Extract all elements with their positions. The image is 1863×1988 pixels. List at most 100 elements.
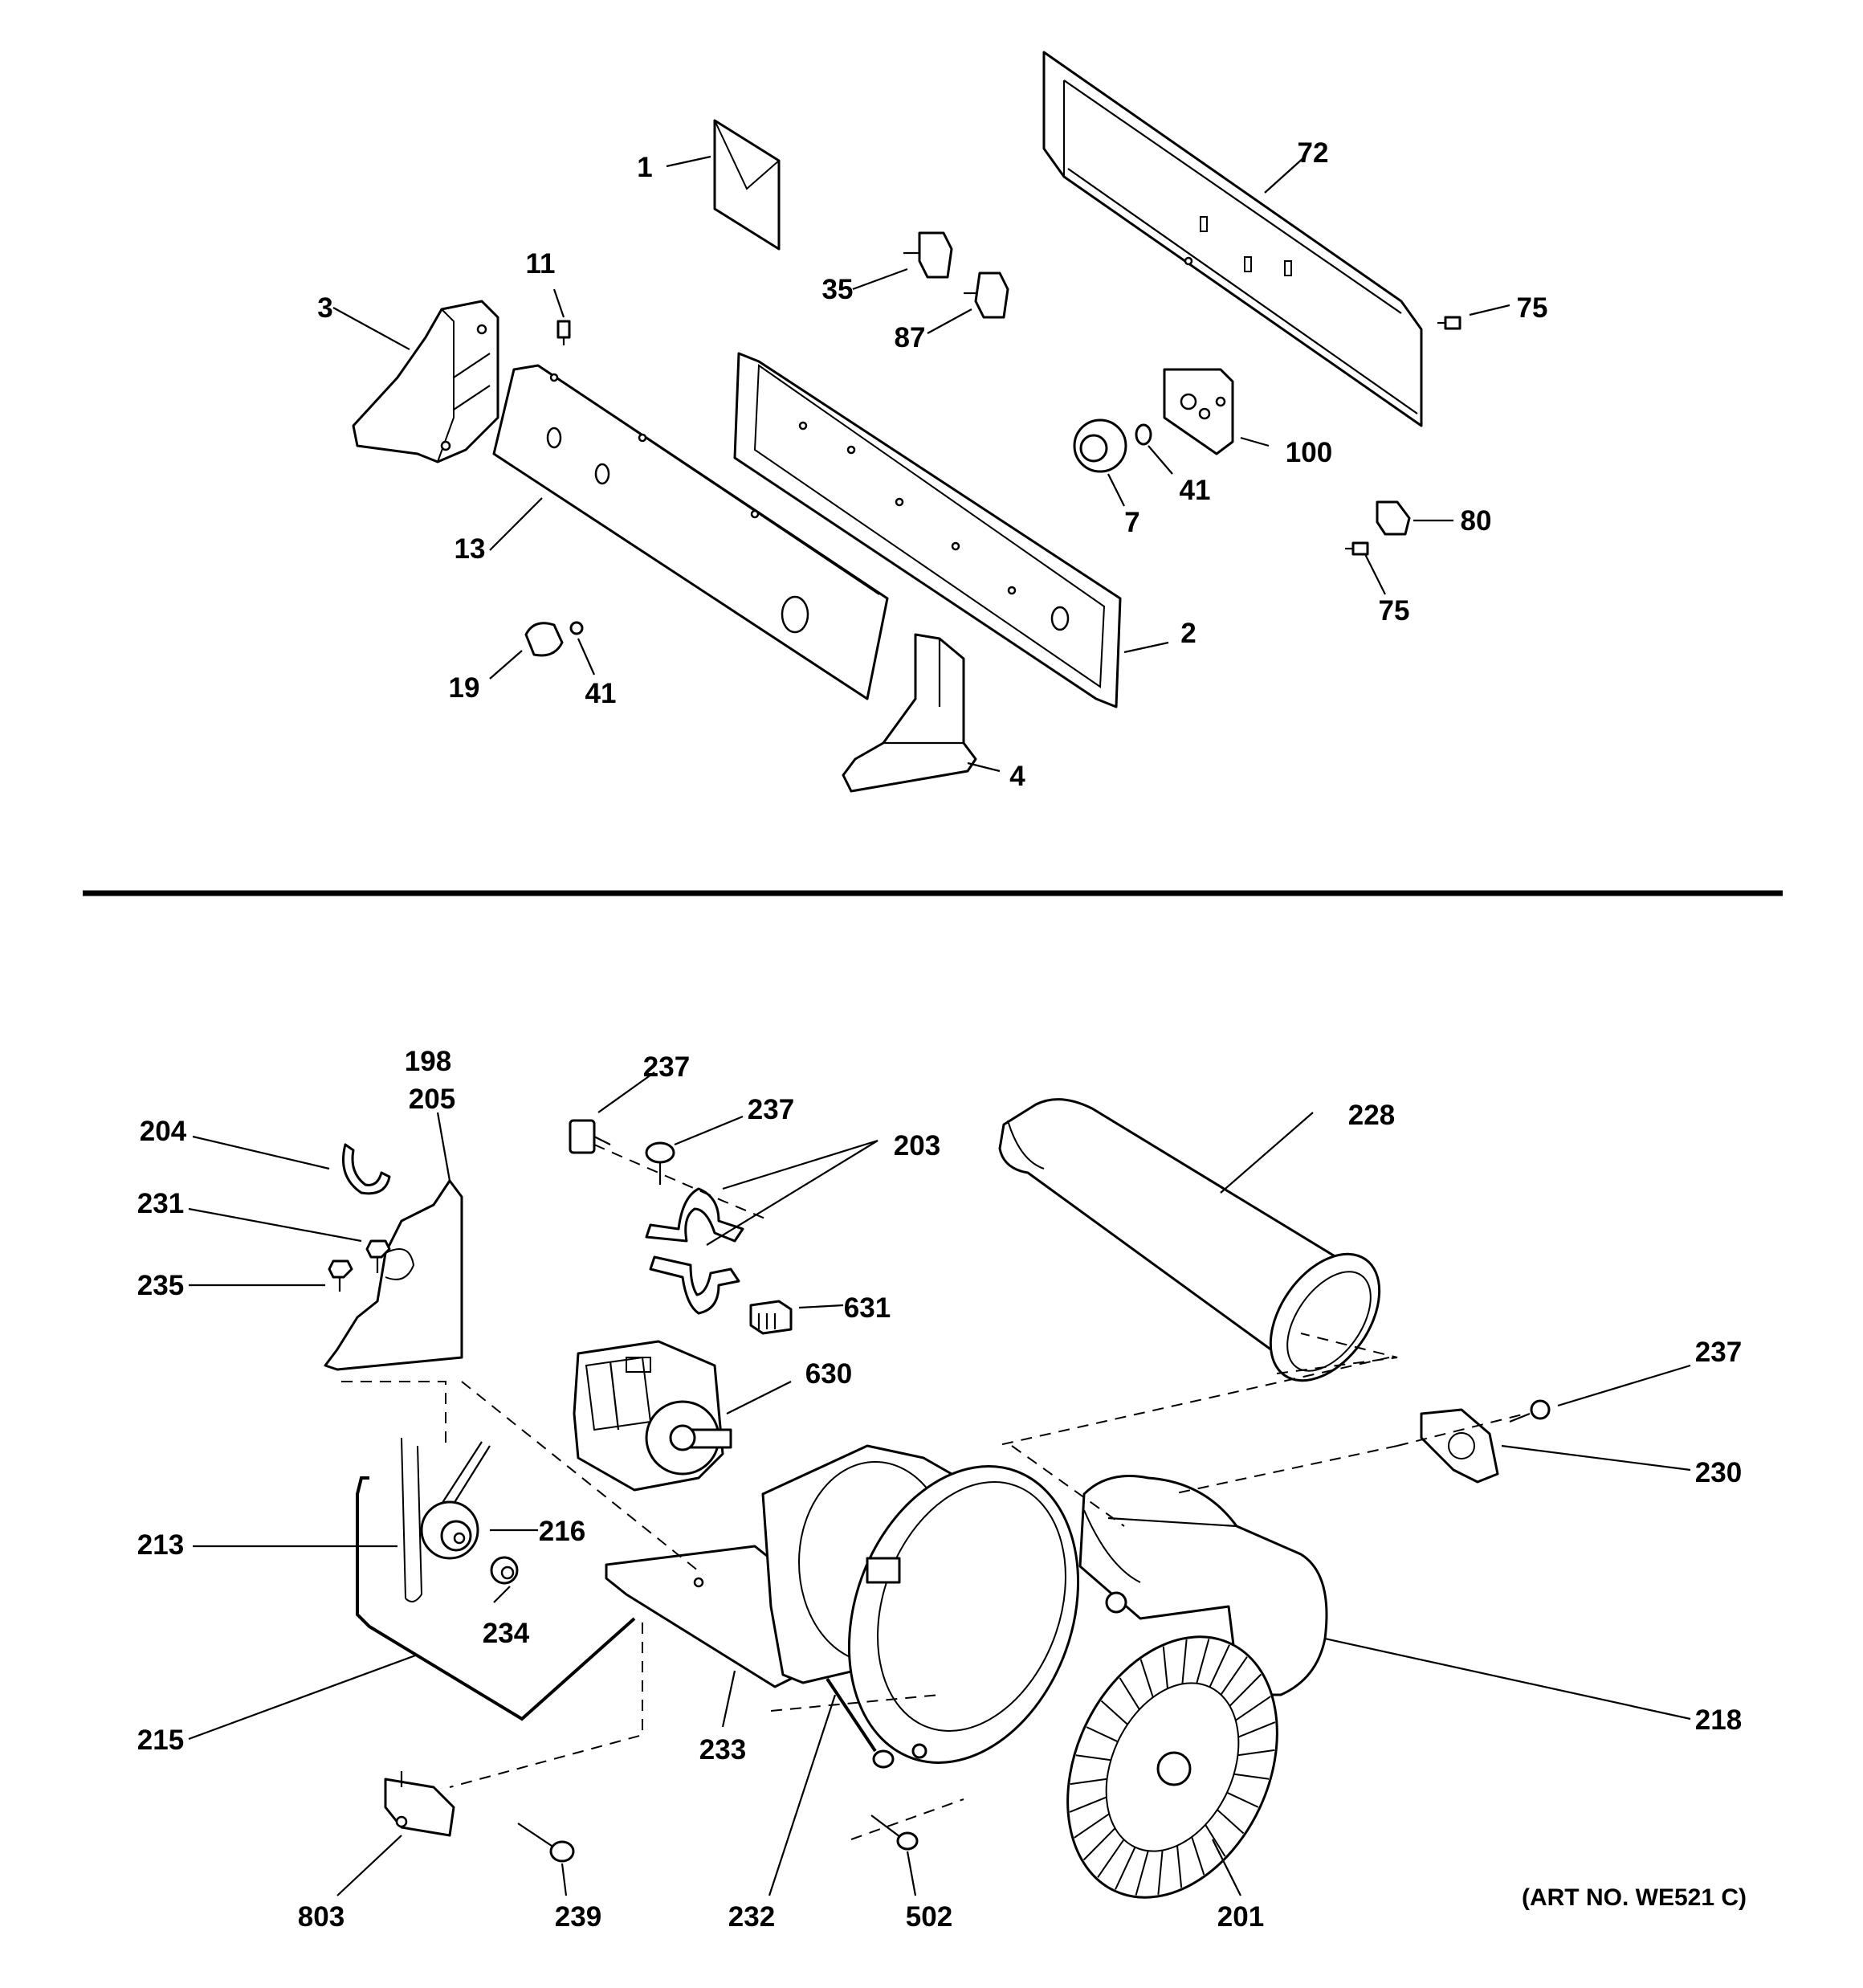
callout-3: 3	[317, 292, 332, 324]
callout-7: 7	[1124, 507, 1139, 538]
part-motor-clamp-upper	[645, 1187, 744, 1243]
blower-fin	[1217, 1809, 1245, 1835]
part-connector-631	[749, 1300, 793, 1335]
blower-fin	[1100, 1700, 1128, 1725]
part-motor-bracket	[324, 1179, 463, 1371]
blower-fin	[1229, 1673, 1262, 1707]
part-screw-232	[826, 1677, 927, 1769]
part-exhaust-duct	[998, 1098, 1381, 1382]
blower-fin	[1235, 1696, 1271, 1721]
part-drive-belt	[401, 1437, 422, 1602]
blower-fin	[1119, 1677, 1140, 1710]
part-switch-803	[384, 1771, 455, 1837]
part-bracket-87	[964, 271, 1009, 319]
blower-fin	[1237, 1721, 1276, 1738]
part-knob-insert-41	[1135, 423, 1152, 446]
part-thermostat	[1420, 1408, 1499, 1484]
part-console-frame	[733, 352, 1122, 708]
part-screw-75-lower	[1345, 541, 1369, 556]
callout-1: 1	[637, 152, 652, 183]
part-blower-base	[605, 1545, 793, 1688]
assembly-dashed-lines	[341, 1144, 1527, 1840]
blower-fin	[1176, 1845, 1183, 1888]
part-literature-envelope	[713, 119, 781, 251]
callout-233: 233	[699, 1734, 746, 1766]
callout-35: 35	[822, 274, 854, 305]
callout-205: 205	[409, 1084, 455, 1115]
callout-19: 19	[449, 672, 480, 704]
callout-75-lower: 75	[1379, 595, 1410, 627]
part-screw-237-c	[1509, 1399, 1551, 1423]
blower-fin	[1075, 1754, 1111, 1761]
blower-fin	[1220, 1656, 1248, 1696]
part-clip-204	[342, 1143, 391, 1195]
part-screw-75-upper	[1437, 316, 1461, 330]
callout-204: 204	[140, 1116, 187, 1147]
callout-237-c: 237	[1695, 1337, 1742, 1368]
part-blower-duct	[1078, 1475, 1328, 1696]
part-screw-502	[870, 1815, 919, 1851]
callout-215: 215	[137, 1725, 184, 1756]
blower-fin	[1082, 1827, 1116, 1861]
part-washer-234	[490, 1556, 519, 1585]
part-knob-insert-41-lower	[569, 621, 584, 635]
callout-502: 502	[906, 1901, 952, 1933]
part-idler-pulley	[420, 1500, 479, 1560]
blower-fin	[1181, 1639, 1188, 1684]
part-motor-clamp-lower	[649, 1255, 740, 1315]
callout-237-a: 237	[643, 1051, 690, 1083]
callout-41-lower: 41	[585, 678, 617, 709]
part-screw-235	[328, 1259, 353, 1292]
callout-201: 201	[1217, 1901, 1264, 1933]
blower-fin	[1162, 1646, 1168, 1689]
callout-213: 213	[137, 1529, 184, 1561]
callout-237-b: 237	[748, 1094, 794, 1125]
blower-fin	[1135, 1850, 1149, 1896]
callout-216: 216	[539, 1516, 585, 1547]
blower-fin	[1209, 1644, 1230, 1688]
blower-fin	[1226, 1791, 1259, 1808]
part-blower-housing-front	[847, 1465, 1127, 1764]
callout-631: 631	[844, 1292, 891, 1324]
blower-fin	[1074, 1813, 1110, 1839]
part-drive-motor	[573, 1340, 732, 1492]
callout-100: 100	[1286, 437, 1332, 468]
blower-fin	[1191, 1836, 1205, 1876]
callout-labels: 1 72 11 3 35 87 75 100 41 7 13 80 75 2 1…	[137, 137, 1747, 1933]
part-control-panel	[492, 364, 889, 700]
part-rear-panel	[1042, 51, 1423, 427]
art-number: (ART NO. WE521 C)	[1522, 1884, 1747, 1911]
callout-231: 231	[137, 1188, 184, 1219]
callout-230: 230	[1695, 1457, 1742, 1488]
part-left-end-cap	[352, 300, 499, 463]
part-bracket-80	[1376, 500, 1411, 536]
callout-2: 2	[1180, 618, 1196, 649]
callout-239: 239	[555, 1901, 601, 1933]
callout-218: 218	[1695, 1704, 1742, 1736]
top-leader-lines	[332, 155, 1510, 773]
callout-630: 630	[805, 1358, 852, 1390]
part-screw-239	[517, 1823, 575, 1863]
blower-fin	[1237, 1749, 1275, 1757]
blower-fin	[1157, 1850, 1164, 1895]
bottom-leader-lines	[188, 1072, 1691, 1896]
blower-fin	[1205, 1824, 1226, 1857]
part-right-end-cap	[842, 633, 977, 793]
part-idler-arm	[356, 1441, 636, 1721]
callout-803: 803	[298, 1901, 344, 1933]
callout-228: 228	[1348, 1100, 1395, 1131]
callout-232: 232	[728, 1901, 775, 1933]
blower-fin	[1115, 1847, 1136, 1890]
callout-80: 80	[1461, 505, 1492, 537]
callout-11: 11	[526, 248, 556, 280]
blower-fin	[1233, 1773, 1270, 1780]
callout-234: 234	[483, 1618, 530, 1649]
callout-13: 13	[455, 533, 486, 565]
part-knob-19	[524, 622, 564, 657]
part-screw-237-b	[645, 1141, 675, 1185]
callout-75-upper: 75	[1517, 292, 1548, 324]
blower-fin	[1070, 1778, 1107, 1786]
blower-fin	[1097, 1839, 1125, 1878]
